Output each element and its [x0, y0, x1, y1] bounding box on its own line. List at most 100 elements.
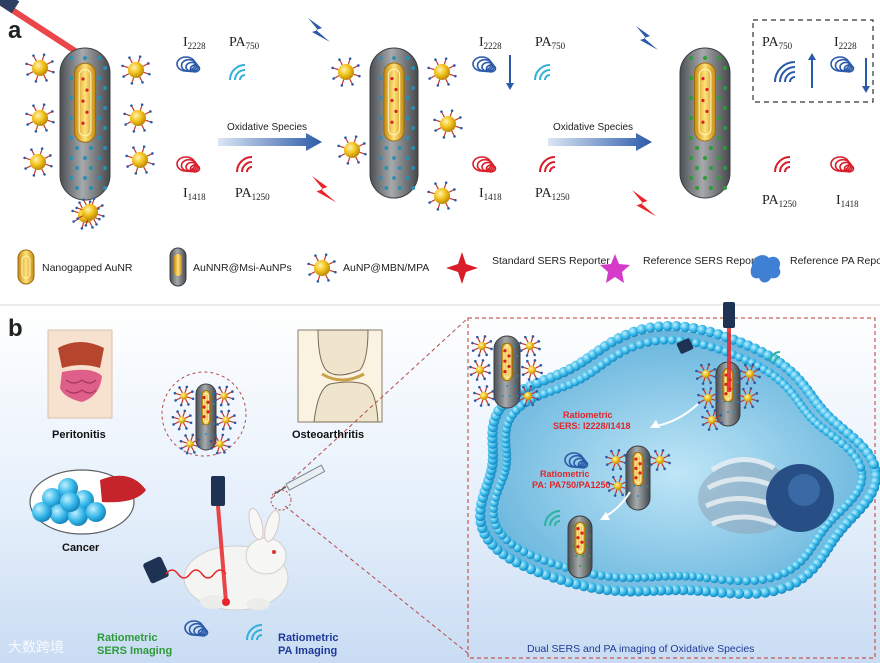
ligand-tip-icon	[78, 201, 81, 204]
ligand-tip-icon	[695, 377, 699, 380]
reporter-dot-icon	[394, 87, 398, 92]
lipid-head-inner-icon	[611, 572, 621, 582]
ligand-tip-icon	[327, 279, 330, 282]
ligand-tip-icon	[32, 174, 36, 177]
arrow-1-icon	[218, 133, 322, 151]
probe-laser-icon	[211, 476, 225, 506]
injection-site-circle	[270, 489, 292, 511]
lipid-head-inner-icon	[625, 573, 635, 583]
gold-sphere-icon	[220, 392, 228, 400]
cell-arrow-2-head	[600, 512, 610, 520]
lipid-head-icon	[708, 586, 719, 598]
ligand-tip-icon	[148, 72, 151, 76]
lipid-head-icon	[696, 324, 708, 336]
ligand-tip-icon	[489, 340, 493, 343]
gold-sphere-icon	[434, 64, 450, 80]
surface-dot-icon	[643, 475, 646, 477]
gold-sphere-icon	[656, 456, 664, 464]
ligand-tip-icon	[75, 206, 78, 210]
surface-dot-icon	[411, 146, 416, 150]
gold-core-icon	[501, 342, 513, 382]
gold-sphere-icon	[524, 392, 532, 400]
reporter-dot-icon	[580, 531, 584, 535]
surface-dot-icon	[689, 96, 693, 100]
ligand-tip-icon	[227, 409, 231, 413]
ligand-tip-icon	[702, 387, 705, 391]
cell-pa-wave-top-icon	[769, 351, 781, 363]
lipid-head-inner-icon	[635, 340, 645, 349]
surface-dot-icon	[689, 176, 693, 180]
ligand-tip-icon	[143, 129, 146, 132]
nanoparticle-icon	[427, 57, 457, 87]
lipid-head-inner-icon	[758, 575, 768, 584]
ligand-tip-icon	[215, 451, 219, 455]
ligand-tip-icon	[483, 335, 487, 338]
surface-dot-icon	[83, 56, 87, 60]
wave-arc-icon	[544, 510, 561, 527]
ligand-tip-icon	[51, 60, 54, 63]
lipid-head-icon	[586, 582, 597, 593]
gold-sphere-icon	[478, 342, 486, 350]
gold-sphere-icon	[314, 260, 330, 276]
ligand-tip-icon	[189, 421, 193, 425]
surface-dot-icon	[585, 545, 588, 547]
lipid-head-inner-icon	[687, 572, 697, 581]
gold-sphere-icon	[128, 62, 144, 78]
legend: Nanogapped AuNR AuNNR@Msi-AuNPs AuNP@MBN…	[17, 247, 880, 287]
nanoparticle-icon	[125, 145, 155, 175]
bolt-red-1-icon	[312, 176, 337, 203]
surface-dot-icon	[210, 393, 213, 395]
reporter-dot-icon	[576, 545, 580, 549]
ligand-tip-icon	[72, 220, 75, 223]
surface-dot-icon	[411, 126, 416, 130]
gold-sphere-icon	[440, 116, 456, 132]
gold-sphere-icon	[746, 370, 754, 378]
ligand-tip-icon	[477, 354, 481, 357]
lipid-head-inner-icon	[694, 572, 704, 582]
surface-dot-icon	[69, 176, 73, 180]
zoom-nanoparticle-icon	[179, 433, 201, 455]
ligand-tip-icon	[460, 126, 463, 130]
stage1-signal-labels: I2228 PA750 I1418 PA1250	[183, 35, 270, 202]
surface-dot-icon	[516, 394, 519, 398]
ligand-tip-icon	[715, 427, 718, 431]
ligand-tip-icon	[526, 359, 529, 363]
ligand-tip-icon	[213, 391, 217, 395]
gold-sphere-icon	[82, 204, 98, 220]
ligand-tip-icon	[151, 152, 154, 155]
cancer-figure: Cancer	[29, 469, 146, 554]
legend-label-standard-sers: Standard SERS Reporter	[492, 255, 610, 267]
lipid-head-icon	[733, 588, 745, 599]
surface-dot-icon	[516, 354, 519, 358]
ligand-tip-icon	[744, 363, 747, 367]
surface-dot-icon	[637, 495, 639, 497]
ligand-tip-icon	[91, 226, 94, 229]
surface-dot-icon	[588, 555, 591, 557]
surface-dot-icon	[97, 76, 101, 80]
ligand-tip-icon	[716, 399, 719, 403]
ligand-tip-icon	[214, 434, 217, 437]
intestine-icon	[60, 369, 102, 402]
surface-dot-icon	[411, 86, 416, 90]
legend-label-aunnr-msi: AuNNR@Msi-AuNPs	[193, 262, 292, 274]
coil-loop-icon	[843, 164, 855, 173]
cell-caption: Dual SERS and PA imaging of Oxidative Sp…	[527, 643, 754, 655]
ligand-tip-icon	[612, 475, 615, 479]
stage1-nanorod	[23, 47, 155, 230]
ligand-tip-icon	[743, 406, 747, 409]
cell-nanoparticle-icon	[519, 335, 541, 357]
ligand-tip-icon	[52, 120, 55, 124]
lipid-head-inner-icon	[596, 571, 606, 580]
ligand-tip-icon	[613, 494, 617, 497]
lipid-head-inner-icon	[709, 574, 719, 584]
surface-dot-icon	[630, 455, 633, 457]
stage1-pa750-label: PA750	[229, 35, 260, 51]
surface-dot-icon	[97, 56, 101, 60]
surface-dot-icon	[411, 166, 416, 170]
osteoarthritis-label: Osteoarthritis	[292, 429, 364, 441]
ligand-tip-icon	[522, 385, 525, 389]
surface-dot-icon	[689, 156, 693, 160]
laser-source-icon	[0, 0, 20, 14]
